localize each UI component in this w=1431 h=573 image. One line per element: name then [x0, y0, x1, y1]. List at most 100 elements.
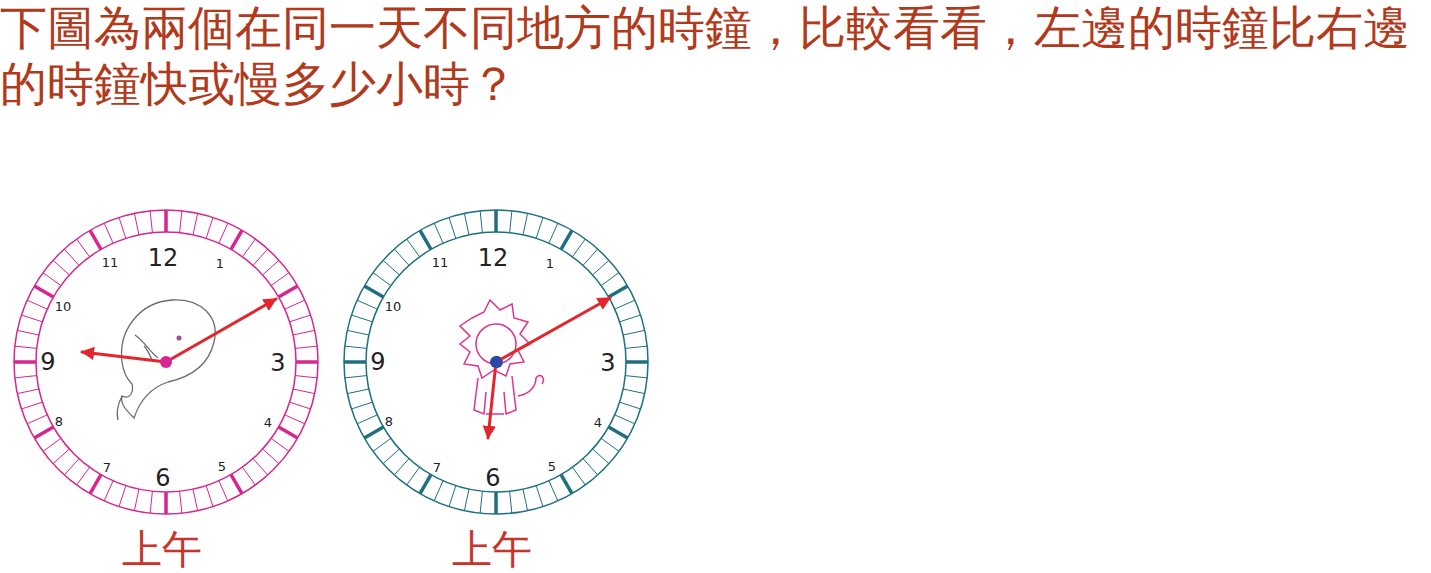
- minute-tick: [625, 346, 647, 348]
- clock-number: 7: [433, 461, 441, 474]
- minute-tick: [523, 489, 528, 511]
- minute-tick: [464, 489, 469, 511]
- lion-drawing: [460, 300, 543, 414]
- minute-tick: [263, 449, 279, 464]
- tick-ring: [14, 210, 318, 514]
- minute-tick: [549, 223, 558, 243]
- clock-number: 3: [600, 351, 615, 375]
- minute-tick: [15, 346, 37, 348]
- clock-number: 11: [432, 256, 449, 269]
- minute-tick: [593, 449, 609, 464]
- hour-tick: [164, 492, 168, 514]
- hour-tick: [34, 427, 53, 438]
- minute-tick: [523, 213, 528, 235]
- clock-number: 9: [40, 350, 55, 374]
- minute-tick: [290, 315, 311, 322]
- clock-rim: [14, 210, 318, 514]
- minute-tick: [53, 260, 69, 275]
- minute-tick: [293, 389, 315, 394]
- hour-tick: [231, 475, 242, 494]
- minute-tick: [242, 467, 255, 485]
- minute-tick: [357, 300, 377, 309]
- hour-tick: [90, 230, 101, 249]
- hour-tick: [420, 230, 431, 249]
- minute-tick: [373, 438, 391, 451]
- minute-tick: [193, 213, 198, 235]
- hour-tick: [561, 230, 572, 249]
- hour-tick: [609, 427, 628, 438]
- minute-tick: [549, 481, 558, 501]
- clock-center: [160, 356, 172, 368]
- minute-tick: [373, 273, 391, 286]
- hour-tick: [364, 427, 383, 438]
- clock-number: 6: [485, 466, 500, 490]
- minute-tick: [623, 330, 645, 335]
- clock-number: 9: [370, 350, 385, 374]
- minute-tick: [285, 300, 305, 309]
- clock-number: 4: [264, 416, 272, 429]
- clock-number: 4: [594, 416, 602, 429]
- clock-number: 5: [218, 460, 226, 473]
- hour-tick: [231, 230, 242, 249]
- hour-tick: [364, 286, 383, 297]
- clock-rim: [36, 232, 296, 492]
- minute-tick: [351, 402, 372, 409]
- minute-tick: [620, 315, 641, 322]
- minute-tick: [394, 459, 409, 475]
- minute-tick: [295, 346, 317, 348]
- minute-tick: [583, 249, 598, 265]
- minute-tick: [271, 438, 289, 451]
- minute-tick: [17, 330, 39, 335]
- minute-tick: [77, 467, 90, 485]
- minute-tick: [407, 239, 420, 257]
- minute-tick: [480, 211, 482, 233]
- minute-tick: [351, 315, 372, 322]
- minute-tick: [263, 260, 279, 275]
- minute-tick: [601, 438, 619, 451]
- minute-tick: [464, 213, 469, 235]
- clock-number: 11: [102, 256, 119, 269]
- minute-tick: [150, 211, 152, 233]
- clock-number: 6: [155, 466, 170, 490]
- minute-tick: [583, 459, 598, 475]
- minute-tick: [21, 402, 42, 409]
- minute-tick: [383, 260, 399, 275]
- hour-tick: [561, 475, 572, 494]
- minute-tick: [134, 489, 139, 511]
- hour-tick: [279, 286, 298, 297]
- minute-tick: [536, 486, 543, 507]
- time-of-day-label: 上午: [122, 529, 202, 569]
- minute-tick: [253, 459, 268, 475]
- minute-tick: [271, 273, 289, 286]
- minute-tick: [27, 415, 47, 424]
- minute-tick: [449, 486, 456, 507]
- minute-tick: [206, 217, 213, 238]
- hour-tick: [279, 427, 298, 438]
- hour-tick: [296, 360, 318, 364]
- minute-tick: [193, 489, 198, 511]
- minute-tick: [180, 491, 182, 513]
- minute-tick: [601, 273, 619, 286]
- hour-tick: [14, 360, 36, 364]
- minute-tick: [510, 491, 512, 513]
- minute-tick: [345, 346, 367, 348]
- minute-tick: [43, 273, 61, 286]
- clock-hands: [82, 298, 610, 438]
- minute-tick: [572, 239, 585, 257]
- minute-tick: [357, 415, 377, 424]
- minute-tick: [119, 486, 126, 507]
- minute-tick: [64, 459, 79, 475]
- minute-tick: [572, 467, 585, 485]
- clock-rim: [344, 210, 648, 514]
- minute-tick: [53, 449, 69, 464]
- minute-tick: [480, 491, 482, 513]
- minute-tick: [615, 415, 635, 424]
- hour-tick: [34, 286, 53, 297]
- clock-number: 10: [385, 300, 402, 313]
- whale-eye: [177, 336, 182, 341]
- minute-tick: [104, 481, 113, 501]
- clock-number: 12: [478, 246, 509, 270]
- minute-tick: [510, 211, 512, 233]
- minute-tick: [383, 449, 399, 464]
- tick-ring: [344, 210, 648, 514]
